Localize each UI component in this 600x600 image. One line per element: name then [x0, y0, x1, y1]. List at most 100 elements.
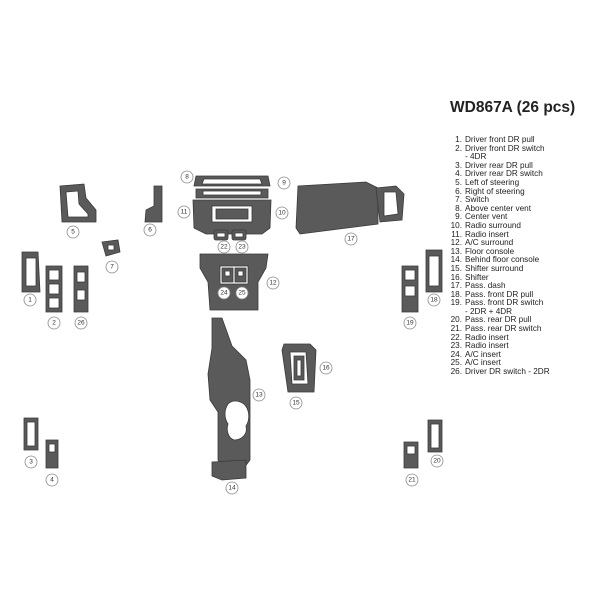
svg-text:2: 2	[52, 320, 56, 327]
legend-item-number: 3.	[455, 160, 462, 170]
legend-item-number: 4.	[455, 169, 462, 179]
svg-text:8: 8	[185, 174, 189, 181]
piece-7-switch	[101, 239, 121, 257]
legend-item: 24.A/C insert	[448, 349, 550, 360]
legend-item-label: Driver front DR switch	[465, 143, 545, 153]
svg-text:17: 17	[347, 236, 355, 243]
legend-item: 2.Driver front DR switch- 4DR	[448, 143, 550, 162]
legend-item-continuation: - 2DR + 4DR	[465, 306, 513, 316]
legend-item-label: A/C surround	[465, 238, 514, 248]
svg-text:7: 7	[110, 264, 114, 271]
legend-item-text: Driver rear DR switch	[465, 170, 543, 179]
svg-text:25: 25	[238, 290, 246, 297]
legend-item: 11.Radio insert	[448, 229, 550, 240]
callout-18: 18	[427, 293, 441, 307]
svg-text:24: 24	[220, 290, 228, 297]
legend-item-continuation: - 4DR	[465, 152, 487, 162]
legend-item-label: A/C insert	[465, 349, 501, 359]
legend-item-number: 5.	[455, 177, 462, 187]
piece-25-ac-insert	[234, 267, 247, 283]
legend-item: 14.Behind floor console	[448, 256, 550, 265]
legend-item-number: 17.	[450, 281, 462, 291]
legend-item-label: Above center vent	[465, 203, 531, 213]
legend-item: 23.Radio insert	[448, 342, 550, 351]
svg-text:6: 6	[148, 227, 152, 234]
legend-item-text: Driver front DR switch- 4DR	[465, 143, 545, 162]
callout-8: 8	[180, 170, 194, 184]
callout-14: 14	[225, 481, 239, 495]
piece-3-driver-rear-dr-pull	[23, 417, 39, 451]
legend-item-text: Center vent	[465, 213, 507, 222]
piece-17-pass-dash	[295, 181, 405, 235]
piece-13-floor-console	[207, 317, 251, 469]
legend-item-number: 1.	[455, 135, 462, 144]
svg-text:13: 13	[255, 392, 263, 399]
piece-11-radio-insert	[215, 208, 249, 220]
legend-item-label: Behind floor console	[465, 255, 540, 265]
legend-item-text: Radio insert	[465, 342, 509, 351]
callout-10: 10	[275, 206, 289, 220]
legend-item: 25.A/C insert	[448, 359, 550, 368]
callout-26: 26	[74, 316, 88, 330]
piece-26-driver-dr-switch-2dr	[73, 265, 89, 313]
legend-item-label: Left of steering	[465, 177, 520, 187]
legend-item-label: Radio insert	[465, 341, 509, 351]
legend-item: 19.Pass. front DR switch- 2DR + 4DR	[448, 298, 550, 316]
legend-item-text: Switch	[465, 196, 489, 205]
legend-item-number: 9.	[455, 212, 462, 222]
callout-3: 3	[24, 455, 38, 469]
legend-item-text: Right of steering	[465, 187, 525, 197]
legend-item: 17.Pass. dash	[448, 281, 550, 291]
legend-item-text: A/C surround	[465, 239, 513, 248]
legend-item-number: 21.	[450, 324, 462, 334]
legend-item-number: 22.	[450, 332, 462, 342]
legend-item-label: Radio insert	[465, 229, 509, 239]
svg-text:11: 11	[181, 209, 188, 216]
legend-item: 10.Radio surround	[448, 220, 550, 231]
svg-text:14: 14	[228, 485, 236, 492]
callout-21: 21	[405, 473, 419, 487]
legend-item-text: Pass. front DR pull	[465, 289, 534, 300]
svg-text:16: 16	[322, 365, 330, 372]
piece-1-driver-front-dr-pull	[21, 251, 41, 293]
legend-item-text: Shifter surround	[465, 264, 523, 274]
piece-23-radio-insert	[231, 229, 247, 241]
callout-6: 6	[143, 223, 157, 237]
legend-item-number: 15.	[450, 263, 462, 273]
piece-8-above-center-vent	[193, 175, 271, 187]
legend-item-number: 25.	[450, 358, 462, 368]
legend-item-text: Driver rear DR pull	[465, 161, 533, 171]
legend-item: 4.Driver rear DR switch	[448, 170, 550, 179]
legend-item-text: Floor console	[465, 247, 514, 257]
legend-item-number: 10.	[450, 220, 462, 230]
svg-text:5: 5	[71, 229, 75, 236]
legend-item-text: Pass. dash	[465, 281, 506, 291]
legend-item: 12.A/C surround	[448, 239, 550, 248]
legend-item-number: 2.	[455, 143, 462, 153]
legend-item-number: 24.	[450, 349, 462, 359]
legend-item-number: 23.	[450, 341, 462, 351]
legend-item-text: Driver DR switch - 2DR	[465, 367, 550, 377]
kit-title: WD867A (26 pcs)	[450, 99, 576, 116]
svg-text:18: 18	[430, 297, 438, 304]
callout-20: 20	[430, 454, 444, 468]
legend-item-number: 7.	[455, 195, 462, 205]
callout-2: 2	[47, 316, 61, 330]
callout-12: 12	[266, 276, 280, 290]
svg-text:1: 1	[28, 297, 32, 304]
piece-9-center-vent	[195, 188, 269, 199]
piece-2-driver-front-dr-switch	[45, 265, 63, 313]
svg-text:19: 19	[406, 320, 414, 327]
legend-item-text: Radio insert	[465, 333, 509, 343]
piece-5-left-of-steering	[59, 183, 97, 223]
legend-item-label: Pass. front DR pull	[465, 289, 534, 299]
legend-item: 9.Center vent	[448, 213, 550, 222]
svg-text:22: 22	[220, 244, 228, 251]
legend-item: 1.Driver front DR pull	[448, 135, 550, 145]
legend-item-text: Pass. front DR switch- 2DR + 4DR	[465, 299, 543, 316]
callout-19: 19	[403, 316, 417, 330]
legend-item-label: Driver rear DR switch	[465, 169, 543, 179]
piece-24-ac-insert	[221, 267, 234, 283]
callout-5: 5	[66, 225, 80, 239]
legend-item-text: A/C insert	[465, 359, 501, 368]
